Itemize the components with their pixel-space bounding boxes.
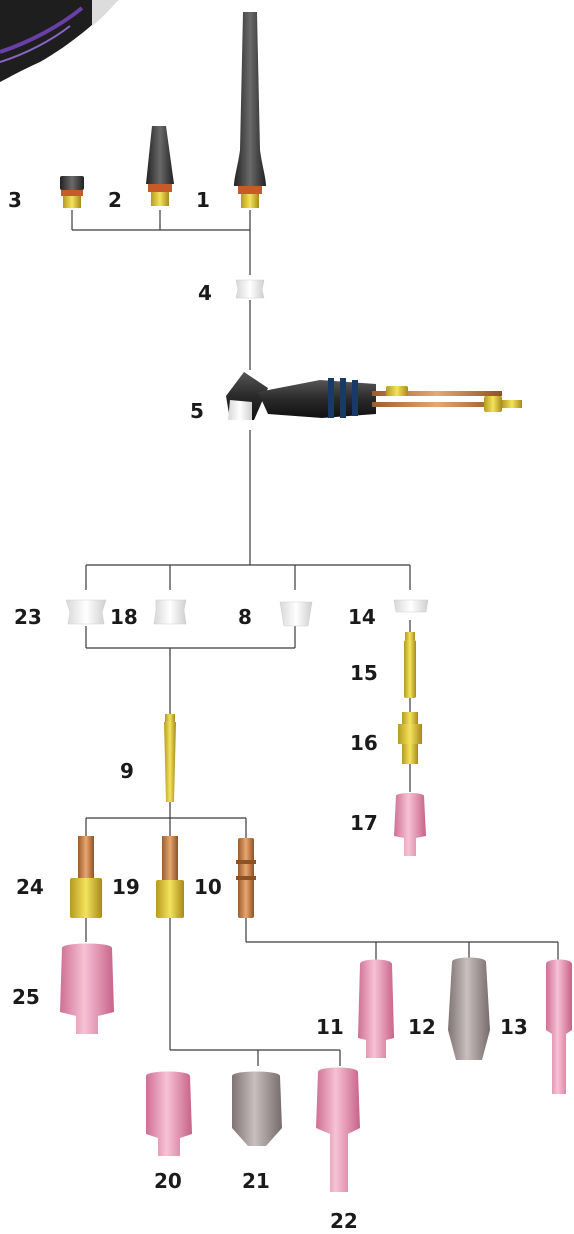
part-9-collet (164, 714, 176, 802)
part-11-nozzle (358, 959, 394, 1058)
label-25: 25 (12, 985, 40, 1009)
part-5-torch-body (226, 372, 522, 420)
part-2-medium-back-cap (146, 126, 174, 206)
label-14: 14 (348, 605, 376, 629)
part-18-gas-lens-insulator (153, 599, 187, 625)
part-25-large-gas-lens-nozzle (60, 943, 114, 1034)
part-24-large-gas-lens-body (70, 836, 102, 918)
part-10-collet-body (236, 838, 256, 918)
connector-lines (71, 210, 559, 1066)
part-4-insulator (235, 279, 265, 299)
hose-assembly (0, 0, 118, 82)
label-17: 17 (350, 811, 378, 835)
part-12-grey-nozzle (448, 957, 490, 1060)
label-24: 24 (16, 875, 44, 899)
part-8-insulator (279, 601, 313, 627)
label-18: 18 (110, 605, 138, 629)
label-19: 19 (112, 875, 140, 899)
label-3: 3 (8, 188, 22, 212)
label-22: 22 (330, 1209, 358, 1233)
label-8: 8 (238, 605, 252, 629)
part-22-long-gas-lens-nozzle (316, 1067, 360, 1192)
label-20: 20 (154, 1169, 182, 1193)
label-13: 13 (500, 1015, 528, 1039)
label-4: 4 (198, 281, 212, 305)
part-15-stubby-collet (404, 632, 416, 698)
label-2: 2 (108, 188, 122, 212)
part-19-gas-lens-body (156, 836, 184, 918)
part-3-short-back-cap (60, 176, 84, 208)
part-23-gas-lens-insulator-large (65, 599, 107, 625)
part-17-stubby-nozzle (394, 793, 426, 856)
label-9: 9 (120, 759, 134, 783)
label-10: 10 (194, 875, 222, 899)
label-16: 16 (350, 731, 378, 755)
part-16-stubby-collet-body (398, 712, 422, 764)
label-12: 12 (408, 1015, 436, 1039)
part-1-long-back-cap (234, 12, 266, 208)
label-5: 5 (190, 399, 204, 423)
part-13-long-nozzle (546, 959, 572, 1094)
label-21: 21 (242, 1169, 270, 1193)
label-23: 23 (14, 605, 42, 629)
label-11: 11 (316, 1015, 344, 1039)
label-1: 1 (196, 188, 210, 212)
part-14-stubby-insulator (393, 599, 429, 613)
part-21-grey-gas-lens-nozzle (232, 1071, 282, 1146)
part-20-gas-lens-nozzle (146, 1071, 192, 1156)
label-15: 15 (350, 661, 378, 685)
part-labels: 3 2 1 4 5 23 18 8 14 15 16 9 17 24 19 10… (8, 188, 528, 1233)
